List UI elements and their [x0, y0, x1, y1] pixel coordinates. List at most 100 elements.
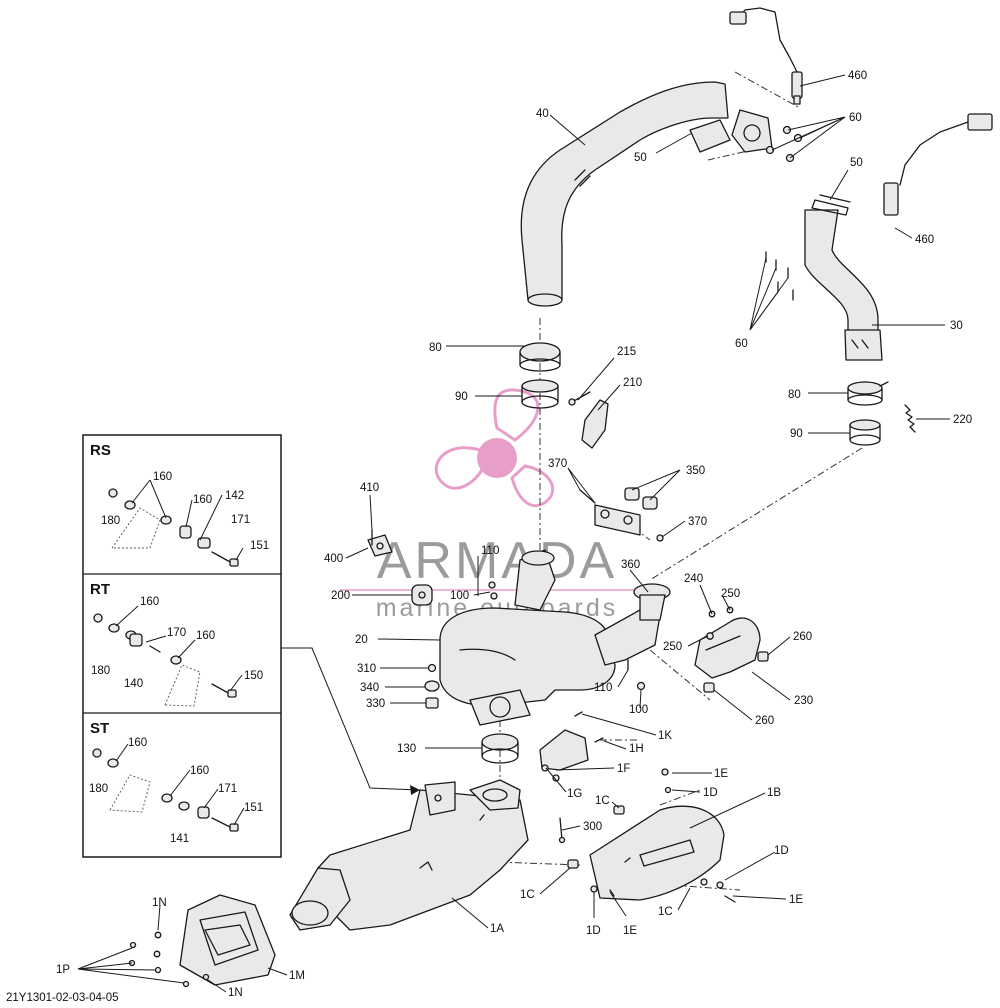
callout-1B: 1B — [767, 787, 781, 799]
st-label-151: 151 — [244, 802, 263, 814]
diagram-id: 21Y1301-02-03-04-05 — [6, 992, 119, 1004]
sleeve-90-left — [521, 379, 559, 409]
callout-460-upper: 460 — [848, 70, 867, 82]
callout-1N-lower: 1N — [228, 987, 243, 999]
callout-410: 410 — [360, 482, 379, 494]
callout-360: 360 — [621, 559, 640, 571]
callout-260-lower: 260 — [755, 715, 774, 727]
callout-30: 30 — [950, 320, 963, 332]
inset-connector-line — [281, 647, 421, 791]
stud-300 — [558, 817, 566, 844]
watermark-brand: ARMADA — [377, 532, 617, 590]
callout-80-left: 80 — [429, 342, 442, 354]
st-label-171: 171 — [218, 783, 237, 795]
rs-label-160b: 160 — [193, 494, 212, 506]
callout-1D-lower: 1D — [586, 925, 601, 937]
inset-frame — [82, 434, 282, 858]
hanger-400-410 — [367, 529, 393, 557]
studs-60-lower — [765, 251, 794, 301]
callout-220: 220 — [953, 414, 972, 426]
muffler-tip-1M — [128, 894, 276, 988]
callout-215: 215 — [617, 346, 636, 358]
callout-20: 20 — [355, 634, 368, 646]
callout-310: 310 — [357, 663, 376, 675]
oxygen-sensor-460-right — [883, 113, 993, 216]
callout-1E-lower: 1E — [623, 925, 637, 937]
inset-rs-title: RS — [90, 442, 111, 459]
armada-watermark: ARMADA marine outboards — [340, 388, 655, 622]
callout-labels: 460 60 40 50 50 460 30 60 80 90 215 210 … — [56, 70, 972, 999]
inset-box-rs: RS — [90, 442, 239, 567]
callout-1E-upper: 1E — [714, 768, 728, 780]
st-label-160b: 160 — [190, 765, 209, 777]
callout-210: 210 — [623, 377, 642, 389]
callout-1E-right: 1E — [789, 894, 803, 906]
exhaust-pipe-40 — [520, 81, 773, 307]
rt-label-140: 140 — [124, 678, 143, 690]
callout-90-left: 90 — [455, 391, 468, 403]
st-label-160a: 160 — [128, 737, 147, 749]
callout-200: 200 — [331, 590, 350, 602]
callout-1F: 1F — [617, 763, 630, 775]
callout-1K: 1K — [658, 730, 672, 742]
callout-50-right: 50 — [850, 157, 863, 169]
heat-shield-1B — [589, 786, 725, 901]
inset-labels: 160 180 160 142 171 151 160 180 170 160 … — [89, 471, 269, 845]
rs-label-151: 151 — [250, 540, 269, 552]
callout-250-upper: 250 — [721, 588, 740, 600]
fasteners-1C-1D-1E — [567, 768, 736, 903]
callout-1A: 1A — [490, 923, 504, 935]
rs-label-142: 142 — [225, 490, 244, 502]
fasteners-240-250-260 — [703, 606, 769, 693]
rs-label-160a: 160 — [153, 471, 172, 483]
callout-110-lower: 110 — [594, 682, 612, 694]
rt-label-170: 170 — [167, 627, 186, 639]
heat-shield-210 — [581, 399, 609, 449]
fasteners-310-340-330 — [424, 663, 440, 709]
clamp-80-right — [847, 381, 889, 406]
callout-240: 240 — [684, 573, 703, 585]
oxygen-sensor-460-upper — [729, 7, 803, 105]
sleeve-90-right — [849, 419, 881, 446]
callout-130: 130 — [397, 743, 416, 755]
st-label-180: 180 — [89, 783, 108, 795]
callout-1N-upper: 1N — [152, 897, 167, 909]
rs-label-171: 171 — [231, 514, 250, 526]
propeller-logo-icon — [434, 388, 555, 507]
muffler-1A — [289, 779, 529, 931]
inset-st-title: ST — [90, 720, 109, 737]
callout-460-right: 460 — [915, 234, 934, 246]
callout-340: 340 — [360, 682, 379, 694]
callout-110-upper: 110 — [481, 545, 499, 557]
callout-1G: 1G — [567, 788, 582, 800]
rt-label-180: 180 — [91, 665, 110, 677]
callout-60-upper: 60 — [849, 112, 862, 124]
inset-panel: RS RT ST — [82, 434, 282, 858]
heat-shield-1F — [539, 711, 604, 782]
callout-1D-upper: 1D — [703, 787, 718, 799]
rt-label-160b: 160 — [196, 630, 215, 642]
assembly-center-lines — [439, 71, 863, 891]
callout-leader-lines — [77, 74, 950, 993]
gasket-130 — [481, 733, 519, 764]
inset-rt-title: RT — [90, 581, 110, 598]
callout-250-lower: 250 — [663, 641, 682, 653]
callout-1M: 1M — [289, 970, 305, 982]
clamp-80-left — [519, 342, 561, 372]
callout-230: 230 — [794, 695, 813, 707]
callout-370-upper: 370 — [548, 458, 567, 470]
inset-box-st: ST — [90, 720, 239, 832]
callout-1D-right: 1D — [774, 845, 789, 857]
spring-220 — [904, 404, 916, 433]
callout-80-right: 80 — [788, 389, 801, 401]
callout-100-upper: 100 — [450, 590, 469, 602]
exhaust-pipe-30 — [804, 194, 883, 361]
callout-100-lower: 100 — [629, 704, 648, 716]
fasteners-100-110-right — [627, 659, 646, 691]
heat-shield-230 — [694, 617, 761, 679]
callout-1C-lower: 1C — [658, 906, 673, 918]
inset-box-rt: RT — [90, 581, 237, 707]
callout-1C-middle: 1C — [520, 889, 535, 901]
callout-350: 350 — [686, 465, 705, 477]
